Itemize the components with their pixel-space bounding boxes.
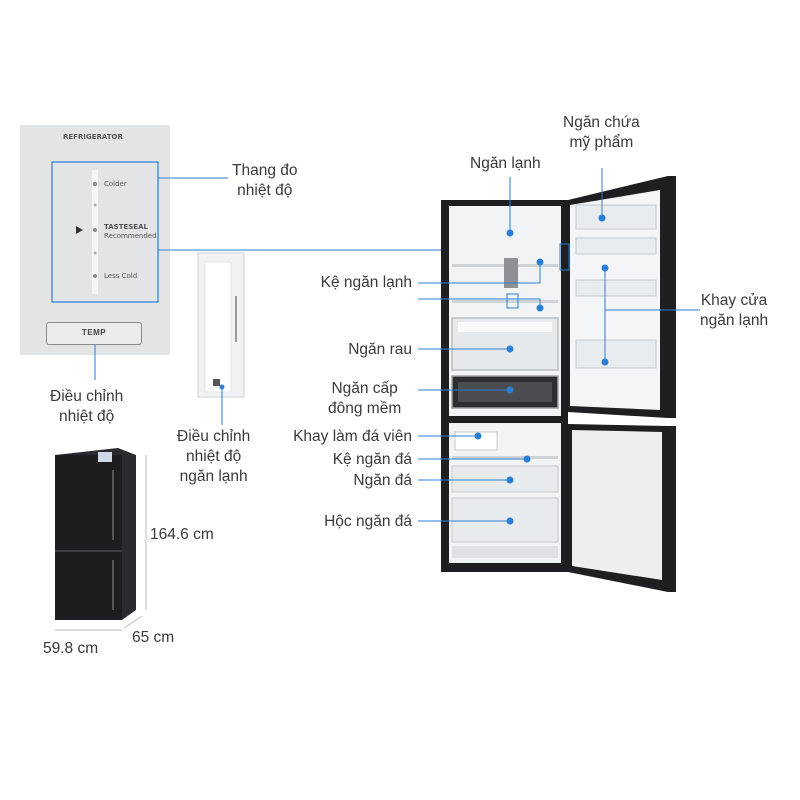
leader-fridge-shelf	[418, 262, 541, 284]
label-freezer-drawer: Hộc ngăn đá	[324, 513, 412, 530]
panel-level-mid-sub: Recommended	[104, 232, 157, 240]
dial-strip-inner	[204, 261, 232, 393]
fridge-dial-strip	[197, 252, 245, 425]
label-door-tray: Khay cửa ngăn lạnh	[700, 292, 769, 329]
freezer-drawer-2	[451, 497, 559, 543]
dimension-depth: 65 cm	[132, 629, 175, 646]
marker-dot	[506, 229, 514, 237]
level-dot-bottom	[93, 274, 97, 278]
marker-dot	[474, 432, 482, 440]
soft-freeze-front	[458, 382, 552, 402]
level-dot	[93, 203, 97, 207]
door-shelf-1	[575, 237, 657, 255]
label-temperature-scale: Thang đo nhiệt độ	[232, 162, 298, 199]
marker-dot	[523, 455, 531, 463]
label-freezer-compartment: Ngăn đá	[353, 472, 412, 489]
cosmetics-box	[575, 204, 657, 230]
fridge-light	[504, 258, 518, 288]
panel-title: REFRIGERATOR	[63, 133, 123, 141]
level-dot	[93, 251, 97, 255]
label-fridge-temperature-adjust: Điều chỉnh nhiệt độ ngăn lạnh	[177, 428, 251, 485]
marker-dot	[506, 476, 514, 484]
marker-dot	[506, 517, 514, 525]
label-fridge-shelf: Kệ ngăn lạnh	[320, 274, 412, 291]
thumb-front	[55, 455, 122, 620]
freezer-drawer-1	[451, 465, 559, 493]
label-cosmetics-compartment: Ngăn chứa mỹ phẩm	[563, 114, 640, 151]
label-freezer-shelf: Kệ ngăn đá	[332, 451, 412, 468]
freezer-base	[452, 546, 558, 558]
marker-dot	[219, 384, 225, 390]
marker-dot	[506, 386, 514, 394]
thumb-handle	[112, 470, 114, 540]
thumb-handle	[112, 560, 114, 610]
label-fridge-compartment: Ngăn lạnh	[470, 155, 541, 172]
lower-door-inner	[572, 430, 662, 580]
marker-dot	[601, 264, 609, 272]
panel-level-mid-brand: TASTESEAL	[104, 223, 148, 231]
door-shelf-3	[575, 339, 657, 369]
fridge-thumbnail	[55, 448, 147, 631]
freezer-shelf	[452, 456, 558, 459]
panel-level-top: Colder	[104, 180, 127, 188]
dimension-width: 59.8 cm	[43, 640, 99, 657]
marker-dot	[598, 214, 606, 222]
dim-depth-line	[123, 615, 143, 629]
label-vegetable-drawer: Ngăn rau	[348, 341, 412, 358]
marker-dot	[536, 304, 544, 312]
vegetable-lid	[458, 322, 552, 332]
level-dot-mid	[93, 228, 97, 232]
label-soft-freeze: Ngăn cấp đông mềm	[328, 380, 402, 417]
thumb-energy-label	[98, 452, 112, 462]
temp-button[interactable]: TEMP	[46, 322, 142, 345]
marker-dots	[474, 214, 609, 525]
fridge-shelf-2	[452, 300, 558, 303]
shelf-highlight	[506, 293, 519, 309]
dimension-height: 164.6 cm	[150, 526, 214, 543]
leader-lines	[418, 168, 700, 522]
panel-level-bottom: Less Cold	[104, 272, 138, 280]
scale-highlight-box	[51, 161, 159, 303]
level-pointer-icon	[76, 226, 83, 234]
marker-dot	[601, 358, 609, 366]
dial-highlight	[559, 243, 570, 271]
marker-dot	[536, 258, 544, 266]
marker-dot	[506, 345, 514, 353]
control-panel	[20, 125, 560, 380]
level-dot-top	[93, 182, 97, 186]
door-shelf-2	[575, 279, 657, 297]
label-ice-tray: Khay làm đá viên	[293, 428, 412, 445]
label-temperature-adjust: Điều chỉnh nhiệt độ	[50, 388, 124, 425]
main-fridge	[441, 176, 676, 592]
dial-knob-icon	[213, 379, 220, 386]
